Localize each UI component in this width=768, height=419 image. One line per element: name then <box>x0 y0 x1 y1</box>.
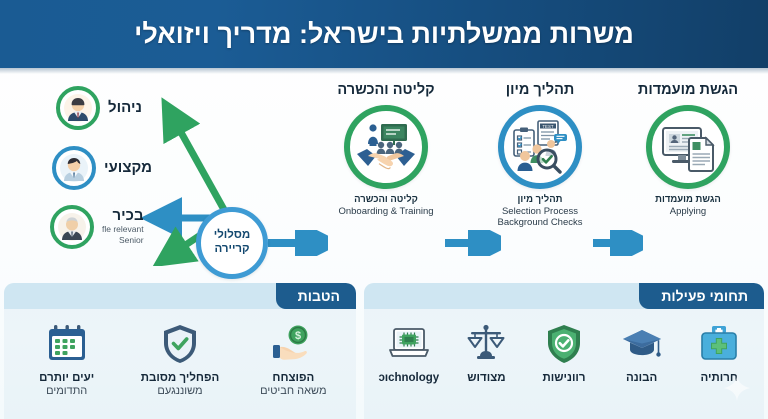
career-branch-senior[interactable]: בכיר fle relevant Senior <box>50 205 144 249</box>
shield-check-icon <box>160 321 200 367</box>
flow-node-selection-title: תהליך מיון <box>505 82 575 98</box>
area-item-welfare[interactable]: רוונישות <box>527 321 601 385</box>
career-hub[interactable]: מסלולי קריירה <box>196 207 268 279</box>
flow-node-applying-caption: הגשת מועמדות Applying <box>655 193 721 217</box>
flow-node-onboarding-caption: קליטה והכשרה Onboarding & Training <box>338 193 434 217</box>
svg-text:TEST: TEST <box>542 123 554 128</box>
career-branch-senior-label: בכיר fle relevant Senior <box>102 206 144 246</box>
handshake-training-icon <box>344 104 428 189</box>
hand-coin-icon: $ <box>271 321 315 367</box>
area-item-health[interactable]: חרותיה <box>682 321 756 385</box>
benefits-panel: הטבות $ הפוצחח משאה חביטים <box>4 283 356 419</box>
monitor-application-icon <box>646 104 730 189</box>
area-item-education-label: הבונה <box>625 372 658 384</box>
benefit-item-salary[interactable]: $ הפוצחח משאה חביטים <box>245 321 341 399</box>
benefit-item-salary-sub: משאה חביטים <box>260 385 327 398</box>
diagram-area: ניהול מקצועי <box>0 74 768 279</box>
flow-arrow-selection-to-applying <box>593 230 643 256</box>
selection-checklist-icon: TEST <box>498 104 582 189</box>
benefits-panel-tab-label: הטבות <box>297 288 340 304</box>
person-professional-avatar-icon <box>52 146 96 190</box>
career-branch-professional[interactable]: מקצועי <box>52 146 152 190</box>
flow-node-applying[interactable]: הגשת מועמדות <box>626 82 750 217</box>
flow-node-applying-title: הגשת מועמדות <box>637 82 739 98</box>
header-shadow <box>0 68 768 74</box>
areas-panel: תחומי פעילות חרותיה <box>364 283 764 419</box>
area-item-justice[interactable]: מצודוש <box>449 321 523 385</box>
career-branch-management[interactable]: ניהול <box>56 86 142 130</box>
area-item-technology-label: ɔıchnology <box>378 372 440 384</box>
scales-justice-icon <box>465 321 507 367</box>
flow-arrow-hub-to-onboarding <box>268 230 328 256</box>
flow-node-selection-caption: תהליך מיון Selection Process Background … <box>497 193 583 229</box>
flow-arrow-onboarding-to-selection <box>445 230 501 256</box>
benefit-item-vacation-label: יעים יותרם <box>39 372 95 384</box>
career-branch-senior-sub2: Senior <box>119 235 144 246</box>
areas-panel-tab-label: תחומי פעילות <box>661 288 748 304</box>
medical-kit-icon <box>699 321 739 367</box>
career-branch-professional-label: מקצועי <box>104 158 153 176</box>
career-branch-management-label: ניהול <box>108 98 142 116</box>
flow-node-onboarding-title: קליטה והכשרה <box>337 82 435 98</box>
laptop-chip-icon <box>388 321 430 367</box>
career-hub-line1: מסלולי <box>213 229 251 242</box>
areas-items: חרותיה הבונה <box>364 313 764 385</box>
area-item-technology[interactable]: ɔıchnology <box>372 321 446 385</box>
sparkle-decoration-icon <box>724 375 750 401</box>
benefit-item-salary-label: הפוצחח <box>272 372 315 384</box>
area-item-health-label: חרותיה <box>700 372 738 384</box>
shield-check-green-icon <box>545 321 583 367</box>
header-banner: משרות ממשלתיות בישראל: מדריך ויזואלי <box>0 0 768 68</box>
benefits-items: $ הפוצחח משאה חביטים הפ <box>4 313 356 399</box>
calendar-icon <box>46 321 88 367</box>
area-item-welfare-label: רוונישות <box>542 372 586 384</box>
area-item-justice-label: מצודוש <box>467 372 506 384</box>
area-item-education[interactable]: הבונה <box>605 321 679 385</box>
career-branch-senior-sub: fle relevant <box>102 224 144 235</box>
person-senior-avatar-icon <box>50 205 94 249</box>
benefit-item-security[interactable]: הפחליך מסובת משוננגעם <box>132 321 228 399</box>
svg-text:$: $ <box>295 330 301 342</box>
page-title: משרות ממשלתיות בישראל: מדריך ויזואלי <box>134 18 634 49</box>
flow-node-selection[interactable]: תהליך מיון TEST <box>485 82 595 229</box>
graduation-cap-icon <box>621 321 663 367</box>
areas-panel-tab[interactable]: תחומי פעילות <box>639 283 764 309</box>
benefit-item-vacation-sub: התדומים <box>46 385 88 398</box>
career-hub-line2: קריירה <box>214 243 250 255</box>
benefit-item-vacation[interactable]: יעים יותרם התדומים <box>19 321 115 399</box>
flow-node-onboarding[interactable]: קליטה והכשרה <box>325 82 447 217</box>
person-management-avatar-icon <box>56 86 100 130</box>
benefit-item-security-sub: משוננגעם <box>157 385 203 398</box>
benefits-panel-tab[interactable]: הטבות <box>275 283 356 309</box>
benefit-item-security-label: הפחליך מסובת <box>140 372 220 384</box>
